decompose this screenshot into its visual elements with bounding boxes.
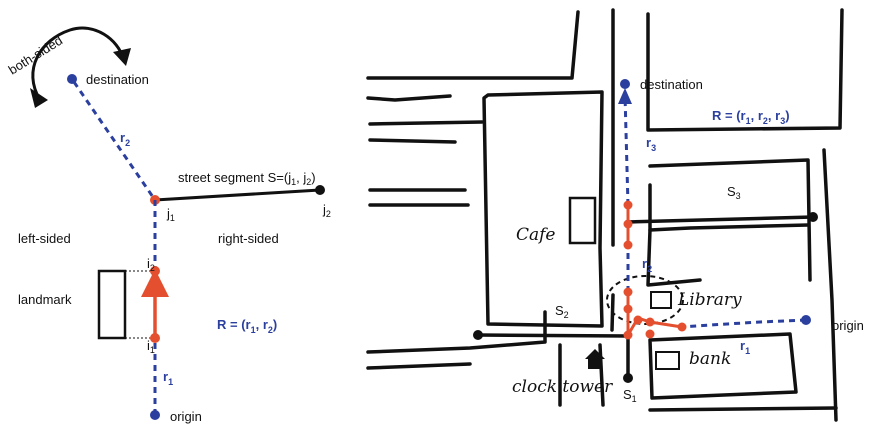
bank-label: bank — [689, 349, 731, 369]
left-i2-node — [150, 266, 160, 276]
s2-label: S2 — [555, 303, 569, 320]
right-r3-label: r3 — [646, 135, 656, 153]
map-streets — [366, 8, 844, 422]
left-origin-label: origin — [170, 409, 202, 424]
segment-s2-end-node — [473, 330, 483, 340]
segment-s3-end-node — [808, 212, 818, 222]
right-panel: Cafe Library bank clock tower S3 S2 S1 — [366, 8, 864, 422]
right-destination-label: destination — [640, 77, 703, 92]
left-destination-node — [67, 74, 77, 84]
segment-s3 — [627, 215, 814, 224]
right-route-formula: R = (r1, r2, r3) — [712, 108, 790, 126]
right-origin-label: origin — [832, 318, 864, 333]
right-r1-label: r1 — [740, 338, 750, 356]
both-sided-label: both-sided — [6, 33, 65, 78]
route-nodes — [623, 200, 687, 340]
segment-s2 — [477, 333, 629, 338]
clock-tower-label: clock tower — [512, 377, 613, 397]
left-i1-label: i1 — [147, 338, 155, 355]
bank-building — [655, 351, 680, 370]
right-r2-label: r2 — [642, 256, 652, 274]
left-j2-label: j2 — [322, 202, 331, 219]
right-destination-node — [620, 79, 630, 89]
library-visibility-area — [606, 275, 684, 325]
right-origin-node — [801, 315, 811, 325]
left-j2-node — [315, 185, 325, 195]
s1-label: S1 — [623, 387, 637, 404]
segment-s1-end-node — [623, 373, 633, 383]
left-route-formula: R = (r1, r2) — [217, 317, 277, 335]
left-r2-label: r2 — [120, 130, 130, 148]
left-r1-label: r1 — [163, 369, 173, 387]
left-panel: both-sided destination r2 street segment… — [6, 26, 331, 424]
left-j1-label: j1 — [166, 206, 175, 223]
destination-arrowhead — [618, 88, 632, 104]
left-route-r2 — [72, 81, 157, 201]
left-destination-label: destination — [86, 72, 149, 87]
left-i1-node — [150, 333, 160, 343]
landmark-rect — [97, 269, 127, 340]
left-origin-node — [150, 410, 160, 420]
cafe-label: Cafe — [516, 225, 556, 245]
right-sided-label: right-sided — [218, 231, 279, 246]
route-r1 — [681, 318, 807, 329]
library-label: Library — [677, 290, 742, 310]
s3-label: S3 — [727, 184, 741, 201]
arc-arrowhead-left — [30, 88, 48, 108]
arc-arrowhead-right — [113, 48, 131, 66]
cafe-building — [568, 196, 597, 245]
left-i2-label: i2 — [147, 256, 155, 273]
route-r3 — [623, 94, 630, 206]
clock-tower-icon — [585, 349, 605, 369]
street-segment-label: street segment S=(j1, j2) — [178, 170, 316, 187]
both-sided-arc — [31, 26, 125, 101]
left-street-segment — [154, 188, 321, 202]
route-r1-red — [626, 316, 683, 336]
library-building — [650, 291, 672, 309]
left-sided-label: left-sided — [18, 231, 71, 246]
landmark-label: landmark — [18, 292, 72, 307]
